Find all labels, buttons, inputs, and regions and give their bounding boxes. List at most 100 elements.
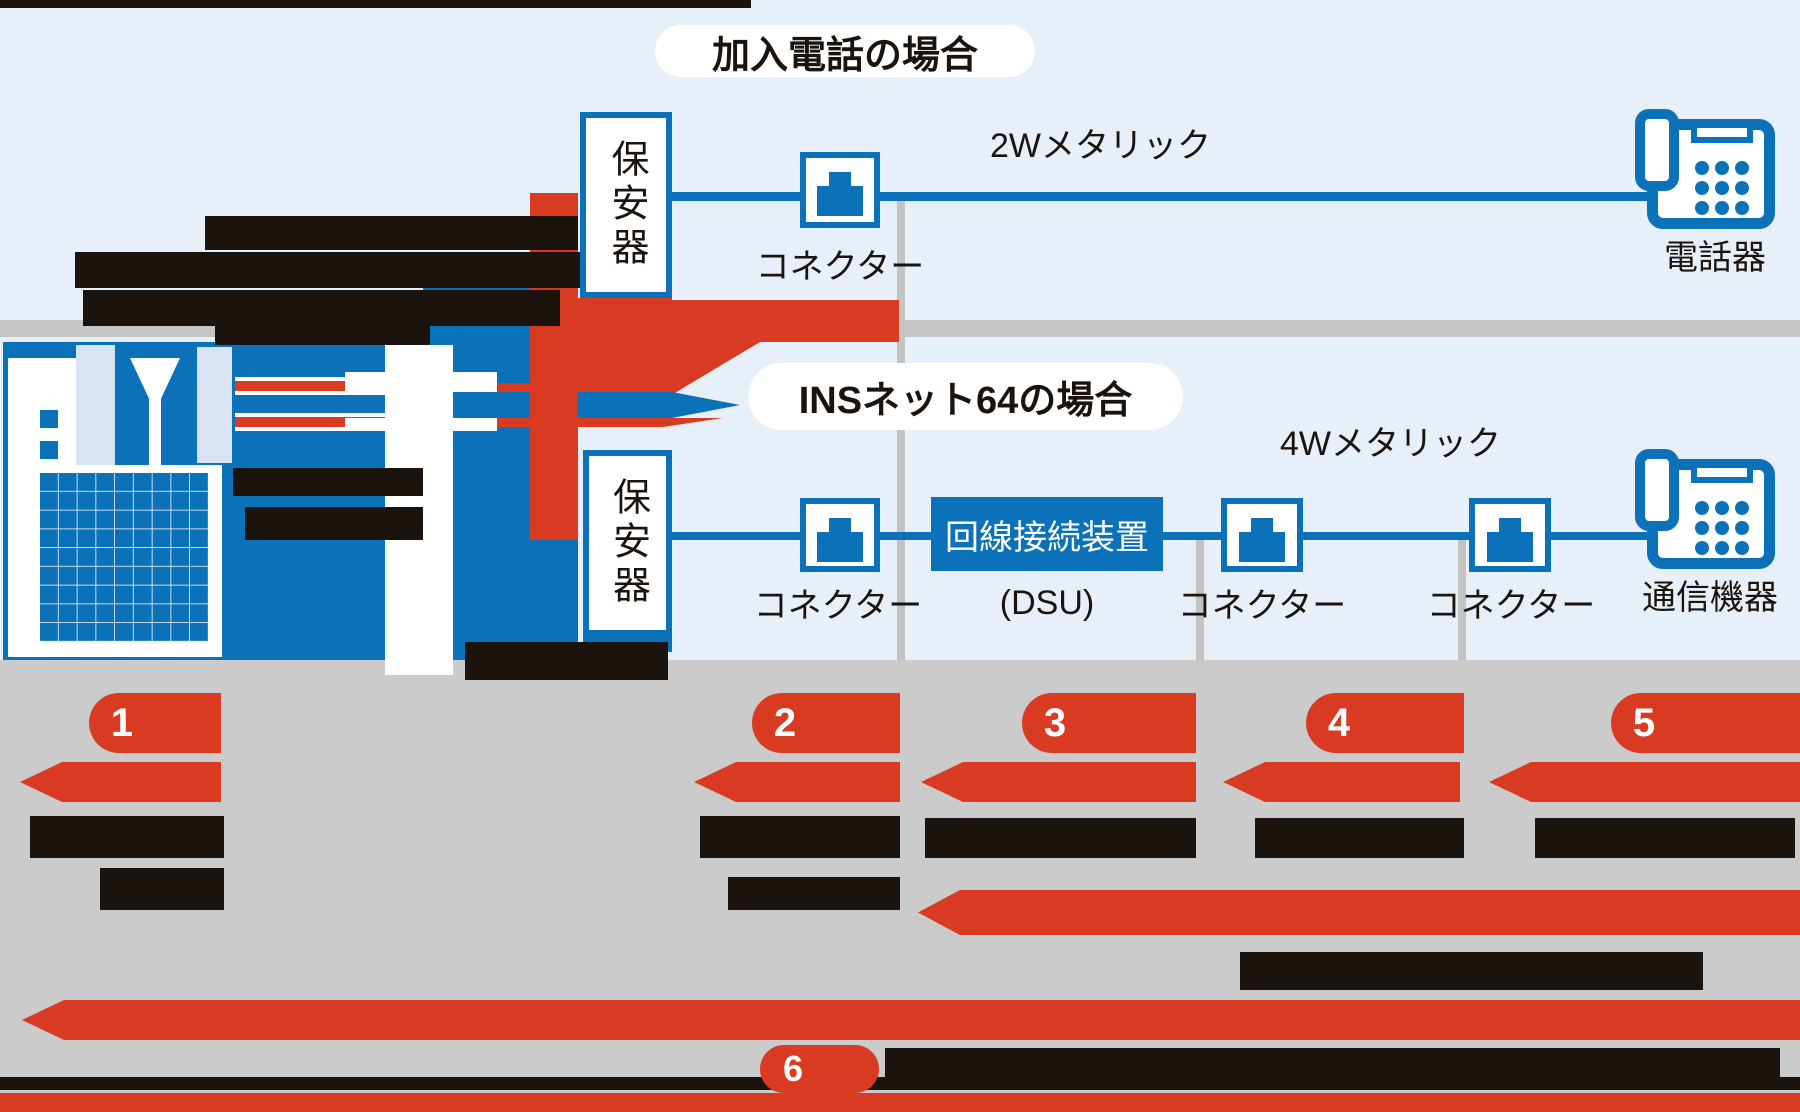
redacted-text-block	[215, 326, 430, 345]
jack-icon	[1487, 532, 1533, 562]
redacted-text-block	[100, 868, 224, 910]
phone-display	[1691, 462, 1753, 483]
line-4w-segment	[672, 532, 800, 540]
step-marker-4: 4	[1306, 693, 1464, 753]
step-number: 2	[773, 700, 797, 745]
step-marker-3: 3	[1022, 693, 1196, 753]
line-2w-label: 2Wメタリック	[990, 127, 1211, 165]
connector-box-isdn-1	[800, 498, 880, 572]
phone-label: 電話器	[1664, 239, 1766, 277]
connector-label-isdn-3: コネクター	[1426, 587, 1596, 625]
telephone-icon	[1635, 109, 1775, 229]
dsu-box: 回線接続装置	[931, 497, 1163, 571]
building-window	[40, 441, 58, 459]
terminal-device-icon	[1635, 449, 1775, 569]
connector-label-isdn-1: コネクター	[753, 587, 923, 625]
building-slab	[197, 347, 232, 463]
protector-box-isdn: 保安器	[583, 450, 672, 636]
redacted-text-block	[205, 216, 578, 250]
cable-red-taper	[663, 418, 723, 427]
redacted-text-block	[75, 252, 580, 288]
cable-blue-band	[578, 392, 672, 418]
cable-white-edge	[235, 427, 385, 431]
step-marker-1: 1	[89, 693, 221, 753]
overall-arrow	[22, 1000, 1800, 1040]
step-marker-6: 6	[760, 1045, 879, 1093]
jack-icon	[1251, 518, 1273, 532]
redacted-text-block	[30, 816, 224, 858]
step-marker-2: 2	[752, 693, 900, 753]
cable-red-wire	[497, 383, 578, 392]
combined-arrow-right	[918, 890, 1800, 935]
jack-icon	[817, 532, 863, 562]
building-window-grid	[40, 473, 208, 641]
phone-handset	[1635, 109, 1679, 191]
dsu-box-label: 回線接続装置	[945, 518, 1149, 557]
phone-display	[1691, 122, 1753, 143]
step-arrow-4	[1223, 762, 1460, 802]
redacted-text-block	[700, 816, 900, 858]
connector-box-isdn-2	[1221, 498, 1303, 572]
building-slab	[76, 345, 115, 465]
step-number: 1	[110, 700, 134, 745]
cable-red-wire	[235, 381, 385, 391]
cable-red-column	[530, 193, 578, 540]
cable-red-top-band	[578, 300, 899, 342]
section-steps-bg	[0, 660, 1800, 1112]
jack-icon	[1239, 532, 1285, 562]
region-divider-line	[897, 201, 905, 660]
title-isdn-text: INSネット64の場合	[798, 380, 1133, 422]
title-isdn: INSネット64の場合	[748, 363, 1183, 430]
bottom-red-bar	[0, 1093, 1800, 1112]
line-4w-segment	[1163, 532, 1221, 540]
jack-icon	[1499, 518, 1521, 532]
title-analog-text: 加入電話の場合	[711, 34, 978, 77]
protector-label: 保安器	[606, 477, 649, 609]
jack-icon	[829, 518, 851, 532]
region-divider-line	[1196, 540, 1204, 660]
connector-box-analog	[800, 152, 880, 228]
title-analog: 加入電話の場合	[655, 25, 1035, 77]
redacted-text-block	[1255, 818, 1464, 858]
dsu-sub-label: (DSU)	[999, 584, 1095, 622]
cable-red-wire	[497, 418, 578, 427]
step-number: 6	[782, 1048, 804, 1089]
region-divider-line	[1458, 540, 1466, 660]
redacted-text-block	[1535, 818, 1795, 858]
redacted-text-block	[1240, 952, 1703, 990]
step-arrow-3	[921, 762, 1196, 802]
connector-box-isdn-3	[1469, 498, 1551, 572]
connector-label-isdn-2: コネクター	[1177, 587, 1347, 625]
step-number: 5	[1632, 700, 1656, 745]
connector-label-analog: コネクター	[755, 248, 925, 286]
pole-crossarm	[345, 372, 497, 392]
redacted-text-block	[465, 642, 668, 680]
redacted-text-block	[245, 507, 423, 540]
redacted-text-block	[925, 818, 1196, 858]
phone-handset	[1635, 449, 1679, 531]
building-window	[40, 410, 58, 428]
redacted-text-block	[233, 468, 423, 496]
line-2w-segment	[672, 192, 800, 201]
line-2w-segment	[880, 192, 1647, 201]
step-number: 4	[1327, 700, 1351, 745]
cable-white-edge	[235, 391, 385, 395]
step-marker-5: 5	[1611, 693, 1800, 753]
step-arrow-5	[1489, 762, 1800, 802]
top-edge-bar	[0, 0, 751, 8]
protector-box-analog: 保安器	[580, 112, 672, 298]
cable-white-edge	[235, 413, 385, 417]
jack-icon	[829, 172, 851, 186]
jack-icon	[817, 186, 863, 216]
line-4w-segment	[1303, 532, 1469, 540]
protector-label: 保安器	[605, 139, 647, 271]
pole-crossarm	[345, 418, 497, 431]
line-4w-segment	[1551, 532, 1647, 540]
cable-red-wire	[235, 417, 385, 427]
terminal-label: 通信機器	[1642, 579, 1778, 617]
step-arrow-1	[20, 762, 221, 802]
redacted-text-block	[83, 290, 560, 326]
cable-white-edge	[235, 377, 385, 381]
line-4w-label: 4Wメタリック	[1280, 425, 1501, 463]
